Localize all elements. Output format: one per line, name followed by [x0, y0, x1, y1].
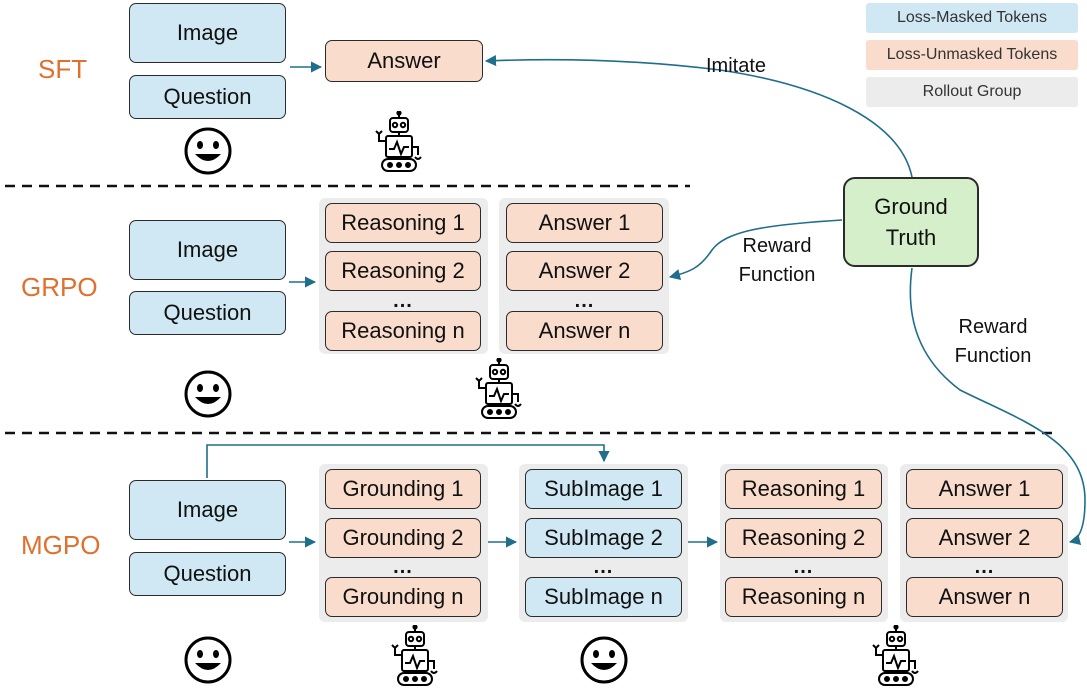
- mgpo-grounding-item: Grounding 1: [325, 469, 481, 509]
- grpo-reasoning-item: Reasoning 1: [325, 203, 481, 243]
- smiley-icon: [184, 370, 232, 418]
- mgpo-grounding-item: Grounding 2: [325, 518, 481, 558]
- reward-arrow-grpo: [668, 219, 843, 280]
- robot-icon: [872, 625, 919, 686]
- mgpo-image-box: Image: [129, 480, 286, 540]
- reward-function-label-grpo: Reward Function: [738, 235, 816, 286]
- grpo-answer-item: Answer n: [506, 311, 663, 351]
- mgpo-subimage-item: SubImage n: [525, 577, 682, 617]
- sft-answer-box: Answer: [325, 40, 483, 82]
- robot-icon: [391, 625, 438, 686]
- reward-function-label-mgpo: Reward Function: [954, 316, 1032, 367]
- imitate-label: Imitate: [705, 55, 767, 77]
- legend-rollout-group: Rollout Group: [866, 77, 1078, 107]
- legend-loss-unmasked: Loss-Unmasked Tokens: [866, 40, 1078, 70]
- mgpo-subimage-item: SubImage 2: [525, 518, 682, 558]
- smiley-icon: [184, 636, 232, 684]
- smiley-icon: [580, 636, 628, 684]
- grpo-label: GRPO: [21, 272, 98, 302]
- mgpo-reasoning-ellipsis: ...: [793, 556, 814, 578]
- mgpo-grounding-item: Grounding n: [325, 577, 481, 617]
- grpo-reasoning-ellipsis: ...: [393, 290, 413, 312]
- grpo-question-box: Question: [129, 291, 286, 335]
- sft-label: SFT: [38, 54, 88, 84]
- mgpo-label: MGPO: [21, 530, 101, 560]
- mgpo-reasoning-item: Reasoning 2: [725, 518, 882, 558]
- robot-icon: [475, 358, 522, 419]
- mgpo-subimage-item: SubImage 1: [525, 469, 682, 509]
- mgpo-answer-item: Answer 2: [906, 518, 1063, 558]
- grpo-answer-item: Answer 2: [506, 251, 663, 291]
- legend-loss-masked: Loss-Masked Tokens: [866, 3, 1078, 33]
- mgpo-answer-item: Answer 1: [906, 469, 1063, 509]
- robot-icon: [375, 111, 422, 172]
- sft-question-box: Question: [129, 75, 286, 119]
- sft-image-box: Image: [129, 3, 286, 63]
- mgpo-grounding-ellipsis: ...: [393, 556, 413, 578]
- mgpo-subimage-ellipsis: ...: [593, 556, 614, 578]
- grpo-answer-ellipsis: ...: [574, 290, 595, 312]
- mgpo-reasoning-item: Reasoning 1: [725, 469, 882, 509]
- grpo-reasoning-item: Reasoning 2: [325, 251, 481, 291]
- smiley-icon: [184, 127, 232, 175]
- image-to-subimage-arrow: [206, 444, 610, 478]
- grpo-reasoning-item: Reasoning n: [325, 311, 481, 351]
- ground-truth-box: Ground Truth: [843, 177, 979, 267]
- mgpo-reasoning-item: Reasoning n: [725, 577, 882, 617]
- mgpo-answer-ellipsis: ...: [974, 556, 995, 578]
- mgpo-question-box: Question: [129, 552, 286, 596]
- grpo-answer-item: Answer 1: [506, 203, 663, 243]
- reward-arrow-mgpo: [909, 267, 1086, 545]
- imitate-arrow: [484, 54, 913, 178]
- grpo-image-box: Image: [129, 220, 286, 280]
- mgpo-answer-item: Answer n: [906, 577, 1063, 617]
